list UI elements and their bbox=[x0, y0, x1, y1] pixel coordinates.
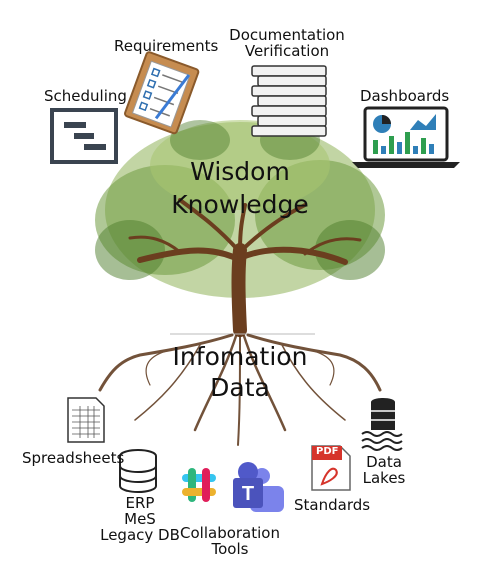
mes-label: MeS bbox=[124, 510, 156, 528]
data-lake-icon bbox=[361, 398, 403, 451]
database-icon bbox=[119, 449, 157, 493]
svg-text:T: T bbox=[242, 483, 254, 505]
clipboard-icon bbox=[124, 51, 200, 135]
standards-label: Standards bbox=[294, 496, 371, 514]
document-stack-icon bbox=[251, 65, 327, 137]
slack-icon bbox=[182, 468, 216, 502]
information-label: Infomation bbox=[172, 342, 308, 371]
tools-label: Tools bbox=[211, 540, 249, 558]
spreadsheets-label: Spreadsheets bbox=[22, 449, 125, 467]
documentation-label: Documentation bbox=[229, 26, 345, 44]
wisdom-label: Wisdom bbox=[190, 157, 290, 186]
dashboards-label: Dashboards bbox=[360, 87, 450, 105]
data-label: Data bbox=[210, 373, 270, 402]
data-lakes-label-2: Lakes bbox=[362, 469, 406, 487]
knowledge-label: Knowledge bbox=[171, 190, 309, 219]
scheduling-icon bbox=[50, 108, 118, 164]
tree-roots bbox=[98, 333, 382, 446]
pdf-badge-label: PDF bbox=[316, 446, 339, 457]
spreadsheet-icon bbox=[67, 397, 105, 443]
tree-branches bbox=[128, 198, 362, 337]
collaboration-label: Collaboration bbox=[180, 524, 280, 542]
verification-label: Verification bbox=[244, 42, 330, 60]
teams-icon: T bbox=[233, 462, 284, 512]
erp-label: ERP bbox=[125, 494, 155, 512]
requirements-label: Requirements bbox=[114, 37, 219, 55]
data-lakes-label-1: Data bbox=[366, 453, 402, 471]
pdf-icon bbox=[311, 445, 351, 491]
laptop-dashboard-icon bbox=[352, 106, 460, 168]
legacy-db-label: Legacy DB bbox=[100, 526, 180, 544]
scheduling-label: Scheduling bbox=[44, 87, 127, 105]
